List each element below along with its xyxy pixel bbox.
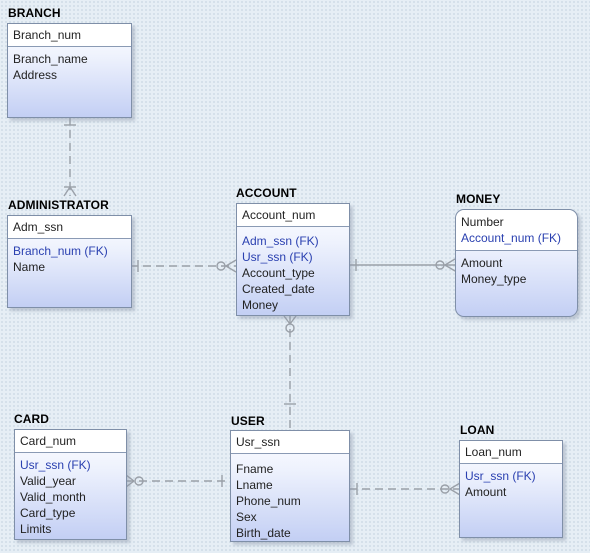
attr-card-usr-ssn-fk: Usr_ssn (FK) — [20, 458, 91, 472]
attr-admin-name: Name — [13, 260, 46, 274]
rel-account-user — [283, 315, 297, 428]
pk-account-num: Account_num — [237, 204, 349, 227]
attr-loan-usr-ssn-fk: Usr_ssn (FK) — [465, 469, 536, 483]
pk-card-num: Card_num — [15, 430, 126, 453]
attr-card-valid-year: Valid_year — [20, 474, 76, 488]
rel-administrator-account — [130, 259, 237, 273]
pk-branch-num: Branch_num — [8, 24, 131, 47]
attr-branch-name: Branch_name — [13, 52, 88, 66]
attr-user-sex: Sex — [236, 510, 257, 524]
pk-money-account-num-fk: Account_num (FK) — [461, 231, 562, 245]
pk-usr-ssn: Usr_ssn — [231, 431, 349, 454]
pk-adm-ssn: Adm_ssn — [8, 216, 131, 239]
entity-card[interactable]: Card_num Usr_ssn (FK) Valid_year Valid_m… — [14, 429, 127, 540]
attr-money-amount: Amount — [461, 256, 503, 270]
attr-account-created-date: Created_date — [242, 282, 315, 296]
entity-user[interactable]: Usr_ssn Fname Lname Phone_num Sex Birth_… — [230, 430, 350, 542]
rel-money-account — [348, 258, 456, 272]
attr-money-type: Money_type — [461, 272, 527, 286]
attr-account-type: Account_type — [242, 266, 315, 280]
rel-card-user — [125, 474, 230, 488]
entity-title-account: ACCOUNT — [236, 186, 297, 200]
attr-account-adm-ssn-fk: Adm_ssn (FK) — [242, 234, 319, 248]
attr-user-lname: Lname — [236, 478, 273, 492]
entity-administrator[interactable]: Adm_ssn Branch_num (FK) Name — [7, 215, 132, 308]
entity-title-user: USER — [231, 414, 265, 428]
pk-block-money: Number Account_num (FK) — [456, 210, 577, 251]
pk-money-number: Number — [461, 215, 504, 229]
entity-title-money: MONEY — [456, 192, 501, 206]
rel-loan-user — [349, 482, 461, 496]
entity-title-administrator: ADMINISTRATOR — [8, 198, 109, 212]
entity-branch[interactable]: Branch_num Branch_name Address — [7, 23, 132, 118]
pk-loan-num: Loan_num — [460, 441, 562, 464]
attr-user-phone-num: Phone_num — [236, 494, 301, 508]
attr-account-usr-ssn-fk: Usr_ssn (FK) — [242, 250, 313, 264]
attr-card-limits: Limits — [20, 522, 52, 536]
attr-user-birth-date: Birth_date — [236, 526, 291, 540]
rel-branch-administrator — [63, 117, 77, 197]
entity-account[interactable]: Account_num Adm_ssn (FK) Usr_ssn (FK) Ac… — [236, 203, 350, 316]
entity-title-branch: BRANCH — [8, 6, 61, 20]
entity-title-loan: LOAN — [460, 423, 495, 437]
attr-user-fname: Fname — [236, 462, 274, 476]
entity-loan[interactable]: Loan_num Usr_ssn (FK) Amount — [459, 440, 563, 538]
attr-card-valid-month: Valid_month — [20, 490, 86, 504]
entity-money[interactable]: Number Account_num (FK) Amount Money_typ… — [455, 209, 578, 317]
attr-loan-amount: Amount — [465, 485, 507, 499]
attr-admin-branch-num-fk: Branch_num (FK) — [13, 244, 108, 258]
entity-title-card: CARD — [14, 412, 50, 426]
attr-account-money: Money — [242, 298, 279, 312]
attr-branch-address: Address — [13, 68, 58, 82]
attr-card-type: Card_type — [20, 506, 76, 520]
